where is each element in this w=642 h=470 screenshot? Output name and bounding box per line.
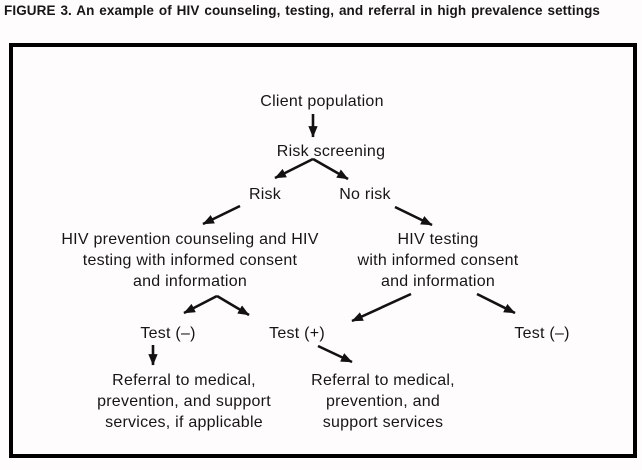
arrow-testing-to-test-positive [351, 292, 412, 323]
node-label-line: support services [322, 414, 444, 431]
arrow-counseling-to-test-positive [216, 294, 250, 317]
node-label-line: testing with informed consent [82, 252, 298, 269]
node-test-positive: Test (+) [269, 323, 325, 344]
node-counseling-testing: HIV prevention counseling and HIV testin… [61, 229, 318, 292]
node-client-population: Client population [260, 91, 383, 112]
node-referral-left: Referral to medical, prevention, and sup… [97, 370, 271, 433]
node-risk-screening: Risk screening [277, 141, 385, 162]
node-referral-right: Referral to medical, prevention, and sup… [311, 370, 455, 433]
figure-title: FIGURE 3. An example of HIV counseling, … [4, 3, 601, 18]
arrow-screening-to-risk [274, 157, 314, 180]
node-label: No risk [339, 186, 391, 203]
node-label-line: HIV testing [397, 231, 479, 248]
node-label: Test (–) [140, 325, 196, 342]
arrow-counseling-to-test-negative [183, 294, 218, 315]
node-label: Risk screening [276, 143, 386, 160]
node-label-line: HIV prevention counseling and HIV [61, 231, 319, 248]
node-label-line: and information [380, 273, 496, 290]
arrow-screening-to-no-risk [312, 157, 349, 181]
node-label: Test (–) [514, 325, 570, 342]
node-no-risk: No risk [339, 184, 391, 205]
node-label-line: with informed consent [357, 252, 519, 269]
arrow-risk-to-counseling [202, 204, 241, 226]
node-label: Risk [248, 186, 282, 203]
node-label: Client population [260, 93, 384, 110]
node-testing-only: HIV testing with informed consent and in… [358, 229, 519, 292]
node-risk: Risk [249, 184, 281, 205]
arrow-test-positive-to-referral [317, 344, 353, 364]
node-label-line: prevention, and [325, 393, 441, 410]
node-label: Test (+) [269, 325, 325, 342]
flowchart-frame [9, 43, 637, 458]
node-label-line: and information [132, 273, 248, 290]
node-label-line: Referral to medical, [112, 372, 256, 389]
node-label-line: services, if applicable [105, 414, 263, 431]
node-test-negative-left: Test (–) [140, 323, 195, 344]
arrow-no-risk-to-testing [394, 205, 433, 227]
node-test-negative-right: Test (–) [514, 323, 569, 344]
node-label-line: prevention, and support [97, 393, 271, 410]
node-label-line: Referral to medical, [311, 372, 455, 389]
arrow-testing-to-test-negative [476, 292, 516, 315]
